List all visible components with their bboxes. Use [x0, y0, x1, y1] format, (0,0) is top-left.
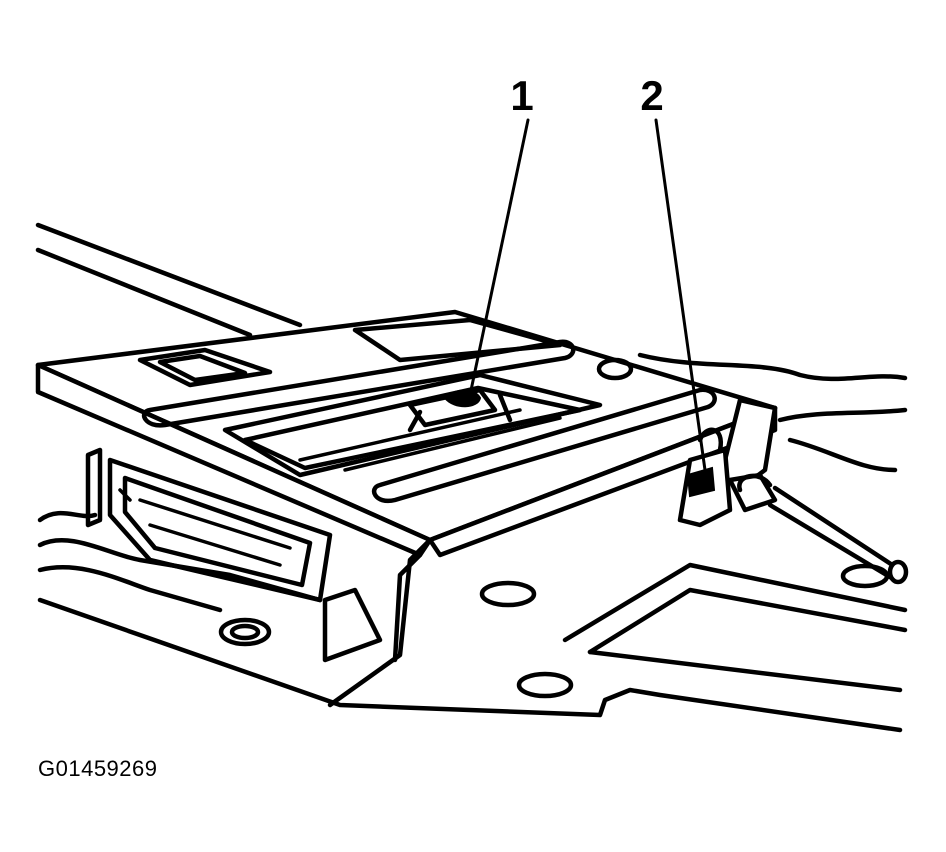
front-cutout	[85, 447, 383, 663]
cable-connector	[677, 397, 909, 585]
callout-1-leader	[468, 118, 530, 397]
upper-rail	[35, 222, 303, 338]
figure-code: G01459269	[38, 756, 158, 781]
callout-2-label: 2	[640, 72, 663, 119]
callout-2-leader	[654, 118, 707, 472]
callout-1-label: 1	[510, 72, 533, 119]
floor-pan	[37, 510, 908, 733]
adjuster-plate	[35, 309, 778, 708]
latch-mechanism	[407, 387, 513, 433]
